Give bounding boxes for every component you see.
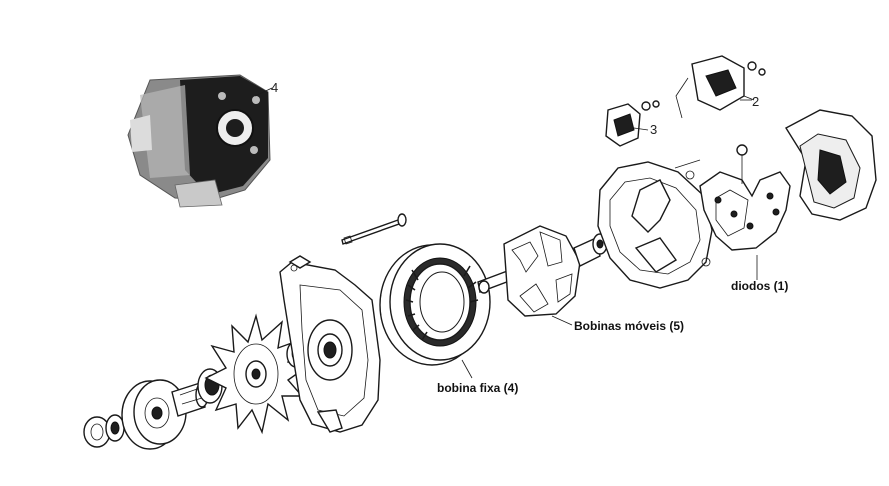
diodes-label: diodos (1) bbox=[731, 279, 789, 293]
stator-coil bbox=[379, 243, 491, 366]
regulator-callout-number: 2 bbox=[752, 94, 760, 109]
rear-housing bbox=[597, 159, 713, 289]
through-bolt bbox=[341, 213, 407, 245]
diode-plate bbox=[699, 144, 791, 251]
drive-end-housing bbox=[279, 255, 381, 433]
stator-label: bobina fixa (4) bbox=[437, 381, 519, 395]
rotor-coil bbox=[477, 225, 608, 317]
brush-holder bbox=[605, 100, 660, 147]
assembled-alternator-photo bbox=[127, 74, 273, 208]
photo-callout-number: 4 bbox=[271, 80, 279, 95]
voltage-regulator bbox=[675, 55, 766, 119]
end-cover bbox=[785, 109, 877, 221]
brush-holder-callout-number: 3 bbox=[650, 122, 658, 137]
leader-lines bbox=[461, 99, 758, 379]
rotor-label: Bobinas móveis (5) bbox=[574, 319, 685, 333]
pulley-nut bbox=[83, 414, 125, 448]
